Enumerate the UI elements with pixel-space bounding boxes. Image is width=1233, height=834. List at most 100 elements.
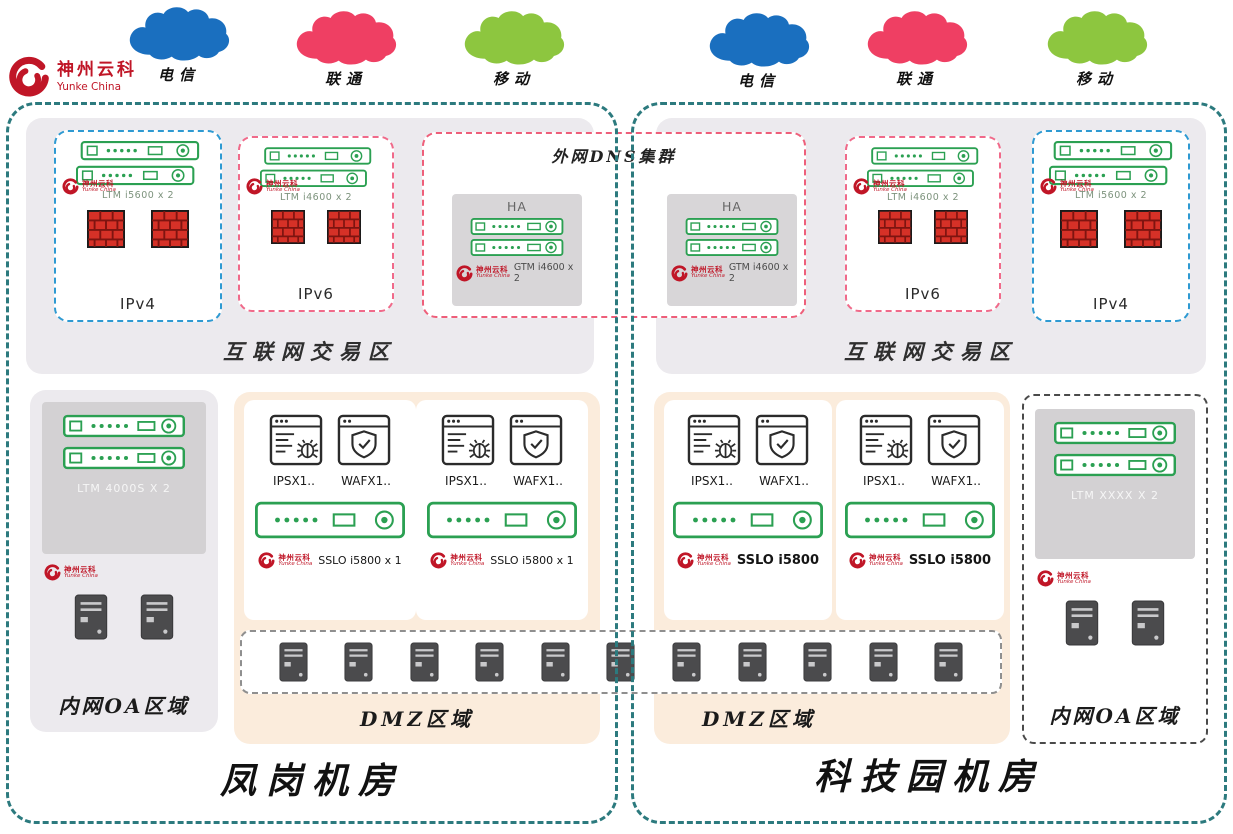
adc-device-icon [1054, 453, 1176, 477]
yunke-logo-icon [8, 56, 50, 98]
logo-cn: 神州云科 [450, 552, 483, 562]
logo-en: Yunke China [476, 273, 510, 280]
ipv4-label: IPv4 [120, 295, 156, 313]
device-label: LTM i5600 x 2 [101, 190, 175, 201]
firewall-icon [934, 210, 968, 244]
logo-en: Yunke China [82, 186, 116, 193]
isp-label: 电信 [737, 72, 780, 90]
ipv4-label: IPv4 [1093, 295, 1129, 313]
isp-label: 联通 [324, 70, 367, 88]
cloud-icon [860, 8, 974, 66]
oa-zone-title: 内网OA区域 [58, 694, 190, 718]
device-label: GTM i4600 x 2 [728, 262, 789, 284]
ha-label: HA [507, 199, 527, 214]
waf-icon [755, 414, 809, 466]
yunke-logo-icon [671, 264, 688, 282]
yunke-logo-icon [44, 564, 61, 581]
server-icon [803, 641, 832, 683]
yunke-logo-icon [258, 552, 275, 569]
brand-name-en: Yunke China [57, 80, 122, 93]
ips-icon [859, 414, 913, 466]
isp-label: 移动 [1075, 70, 1118, 88]
firewall-icon [151, 210, 189, 248]
logo-cn: 神州云科 [278, 552, 311, 562]
isp-cloud-telecom-right: 电信 [702, 10, 816, 91]
server-icon [672, 641, 701, 683]
device-label: GTM i4600 x 2 [513, 262, 574, 284]
server-icon [279, 641, 308, 683]
server-icon [410, 641, 439, 683]
logo-en: Yunke China [873, 186, 907, 193]
waf-label: WAFX1.. [759, 474, 809, 488]
dmz-zone-title: DMZ区域 [359, 707, 475, 731]
yunke-logo-icon [677, 552, 694, 569]
device-label: LTM i4600 x 2 [279, 192, 353, 203]
waf-icon [927, 414, 981, 466]
oa-device-group: LTM XXXX X 2 [1035, 409, 1195, 559]
yunke-logo-icon [1040, 178, 1057, 195]
device-label: LTM i5600 x 2 [1074, 190, 1148, 201]
yunke-logo-icon [62, 178, 79, 195]
oa-device-group: LTM 4000S X 2 [42, 402, 206, 554]
server-icon [344, 641, 373, 683]
firewall-icon [271, 210, 305, 244]
server-icon [869, 641, 898, 683]
adc-device-icon [845, 498, 995, 542]
logo-en: Yunke China [64, 572, 98, 579]
device-label: LTM 4000S X 2 [77, 482, 171, 495]
logo-cn: 神州云科 [696, 552, 729, 562]
ips-icon [687, 414, 741, 466]
ips-label: IPSX1.. [273, 474, 315, 488]
yunke-logo-icon [853, 178, 870, 195]
logo-cn: 神州云科 [691, 265, 723, 275]
ipv6-label: IPv6 [298, 285, 334, 303]
brand-name-cn: 神州云科 [57, 60, 137, 81]
logo-cn: 神州云科 [476, 265, 508, 275]
ips-icon [269, 414, 323, 466]
yunke-logo-icon [1037, 570, 1054, 587]
adc-device-icon [63, 446, 185, 470]
isp-cloud-unicom-right: 联通 [860, 8, 974, 89]
isp-label: 电信 [157, 66, 200, 84]
adc-device-icon [683, 239, 781, 256]
logo-cn: 神州云科 [873, 178, 905, 188]
logo-cn: 神州云科 [1057, 570, 1089, 580]
ips-label: IPSX1.. [691, 474, 733, 488]
adc-device-icon [468, 239, 566, 256]
server-icon [541, 641, 570, 683]
logo-cn: 神州云科 [82, 178, 114, 188]
logo-en: Yunke China [868, 560, 903, 567]
logo-cn: 神州云科 [266, 178, 298, 188]
adc-device-icon [867, 146, 979, 190]
firewall-icon [327, 210, 361, 244]
isp-cloud-telecom-left: 电信 [122, 4, 236, 85]
device-label: LTM XXXX X 2 [1071, 489, 1159, 502]
dns-cluster-title: 外网DNS集群 [551, 147, 677, 166]
isp-cloud-mobile-right: 移动 [1040, 8, 1154, 89]
firewall-icon [87, 210, 125, 248]
datacenter-name-right: 科技园机房 [813, 756, 1044, 798]
server-icon [1065, 600, 1099, 646]
sslo-label: SSLO i5800 [908, 553, 992, 568]
brand-logo: 神州云科 Yunke China [8, 56, 137, 98]
server-icon [475, 641, 504, 683]
yunke-logo-icon [430, 552, 447, 569]
waf-label: WAFX1.. [931, 474, 981, 488]
